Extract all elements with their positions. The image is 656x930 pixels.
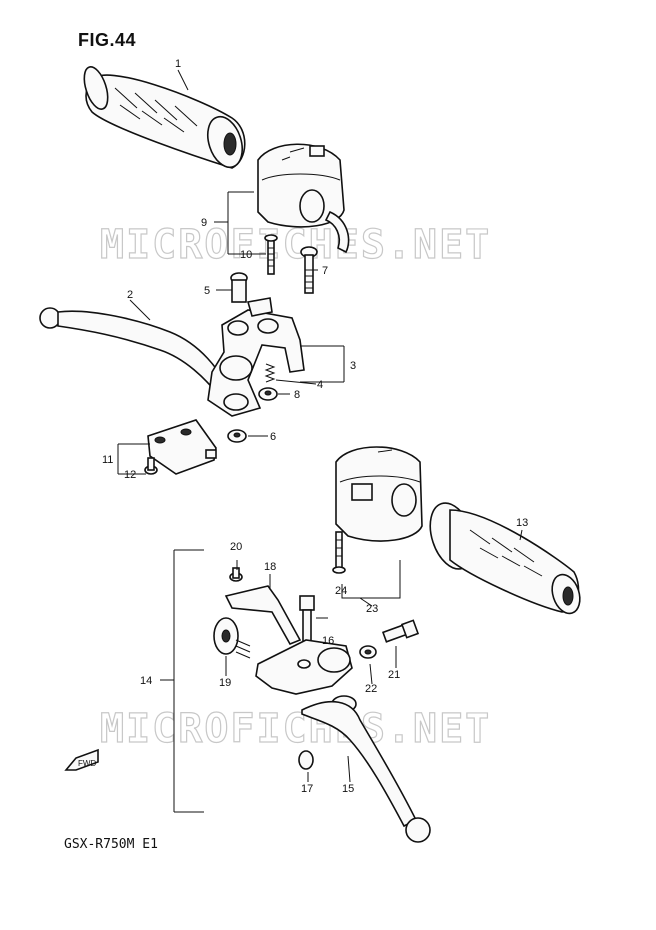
callout-19: 19 bbox=[219, 677, 231, 689]
callout-17: 17 bbox=[301, 783, 313, 795]
callout-15: 15 bbox=[342, 783, 354, 795]
callout-16: 16 bbox=[322, 635, 334, 647]
clutch-lever bbox=[39, 307, 231, 402]
callout-21: 21 bbox=[388, 669, 400, 681]
screw-20 bbox=[229, 567, 243, 582]
bolt-16 bbox=[299, 595, 315, 645]
fwd-label: FWD bbox=[78, 759, 96, 768]
callout-24: 24 bbox=[335, 585, 347, 597]
screw-10 bbox=[264, 234, 278, 275]
callout-4: 4 bbox=[317, 379, 323, 391]
watermark-top: MICROFICHES.NET bbox=[100, 222, 491, 268]
screw-7 bbox=[300, 246, 318, 294]
callout-9: 9 bbox=[201, 217, 207, 229]
nut-17 bbox=[298, 750, 314, 770]
spring-4 bbox=[264, 363, 276, 383]
fwd-arrow: FWD bbox=[64, 748, 99, 771]
callout-18: 18 bbox=[264, 561, 276, 573]
callout-20: 20 bbox=[230, 541, 242, 553]
right-switch-housing bbox=[335, 446, 423, 542]
screw-24 bbox=[332, 531, 346, 574]
watermark-bottom: MICROFICHES.NET bbox=[100, 706, 491, 752]
left-grip bbox=[83, 66, 246, 169]
clutch-switch bbox=[147, 419, 217, 475]
washer-22 bbox=[359, 645, 377, 659]
callout-8: 8 bbox=[294, 389, 300, 401]
callout-13: 13 bbox=[516, 517, 528, 529]
front-lever-holder bbox=[255, 639, 357, 713]
nut-6 bbox=[227, 429, 247, 443]
bolt-21 bbox=[381, 619, 420, 643]
right-grip bbox=[429, 502, 581, 615]
model-code: GSX-R750M E1 bbox=[64, 837, 158, 852]
leader-lines bbox=[117, 69, 523, 813]
bolt-5 bbox=[230, 272, 248, 303]
callout-22: 22 bbox=[365, 683, 377, 695]
callout-14: 14 bbox=[140, 675, 152, 687]
left-switch-housing bbox=[257, 143, 350, 254]
callout-1: 1 bbox=[175, 58, 181, 70]
callout-3: 3 bbox=[350, 360, 356, 372]
callout-10: 10 bbox=[240, 249, 252, 261]
callout-23: 23 bbox=[366, 603, 378, 615]
nut-8 bbox=[258, 387, 278, 401]
callout-2: 2 bbox=[127, 289, 133, 301]
adjuster-19 bbox=[213, 617, 251, 659]
callout-5: 5 bbox=[204, 285, 210, 297]
front-brake-lever bbox=[301, 701, 431, 843]
callout-12: 12 bbox=[124, 469, 136, 481]
callout-11: 11 bbox=[102, 454, 113, 466]
callout-6: 6 bbox=[270, 431, 276, 443]
screw-12 bbox=[144, 457, 158, 475]
figure-title: FIG.44 bbox=[78, 30, 137, 50]
clutch-lever-holder bbox=[207, 297, 305, 417]
callout-7: 7 bbox=[322, 265, 328, 277]
